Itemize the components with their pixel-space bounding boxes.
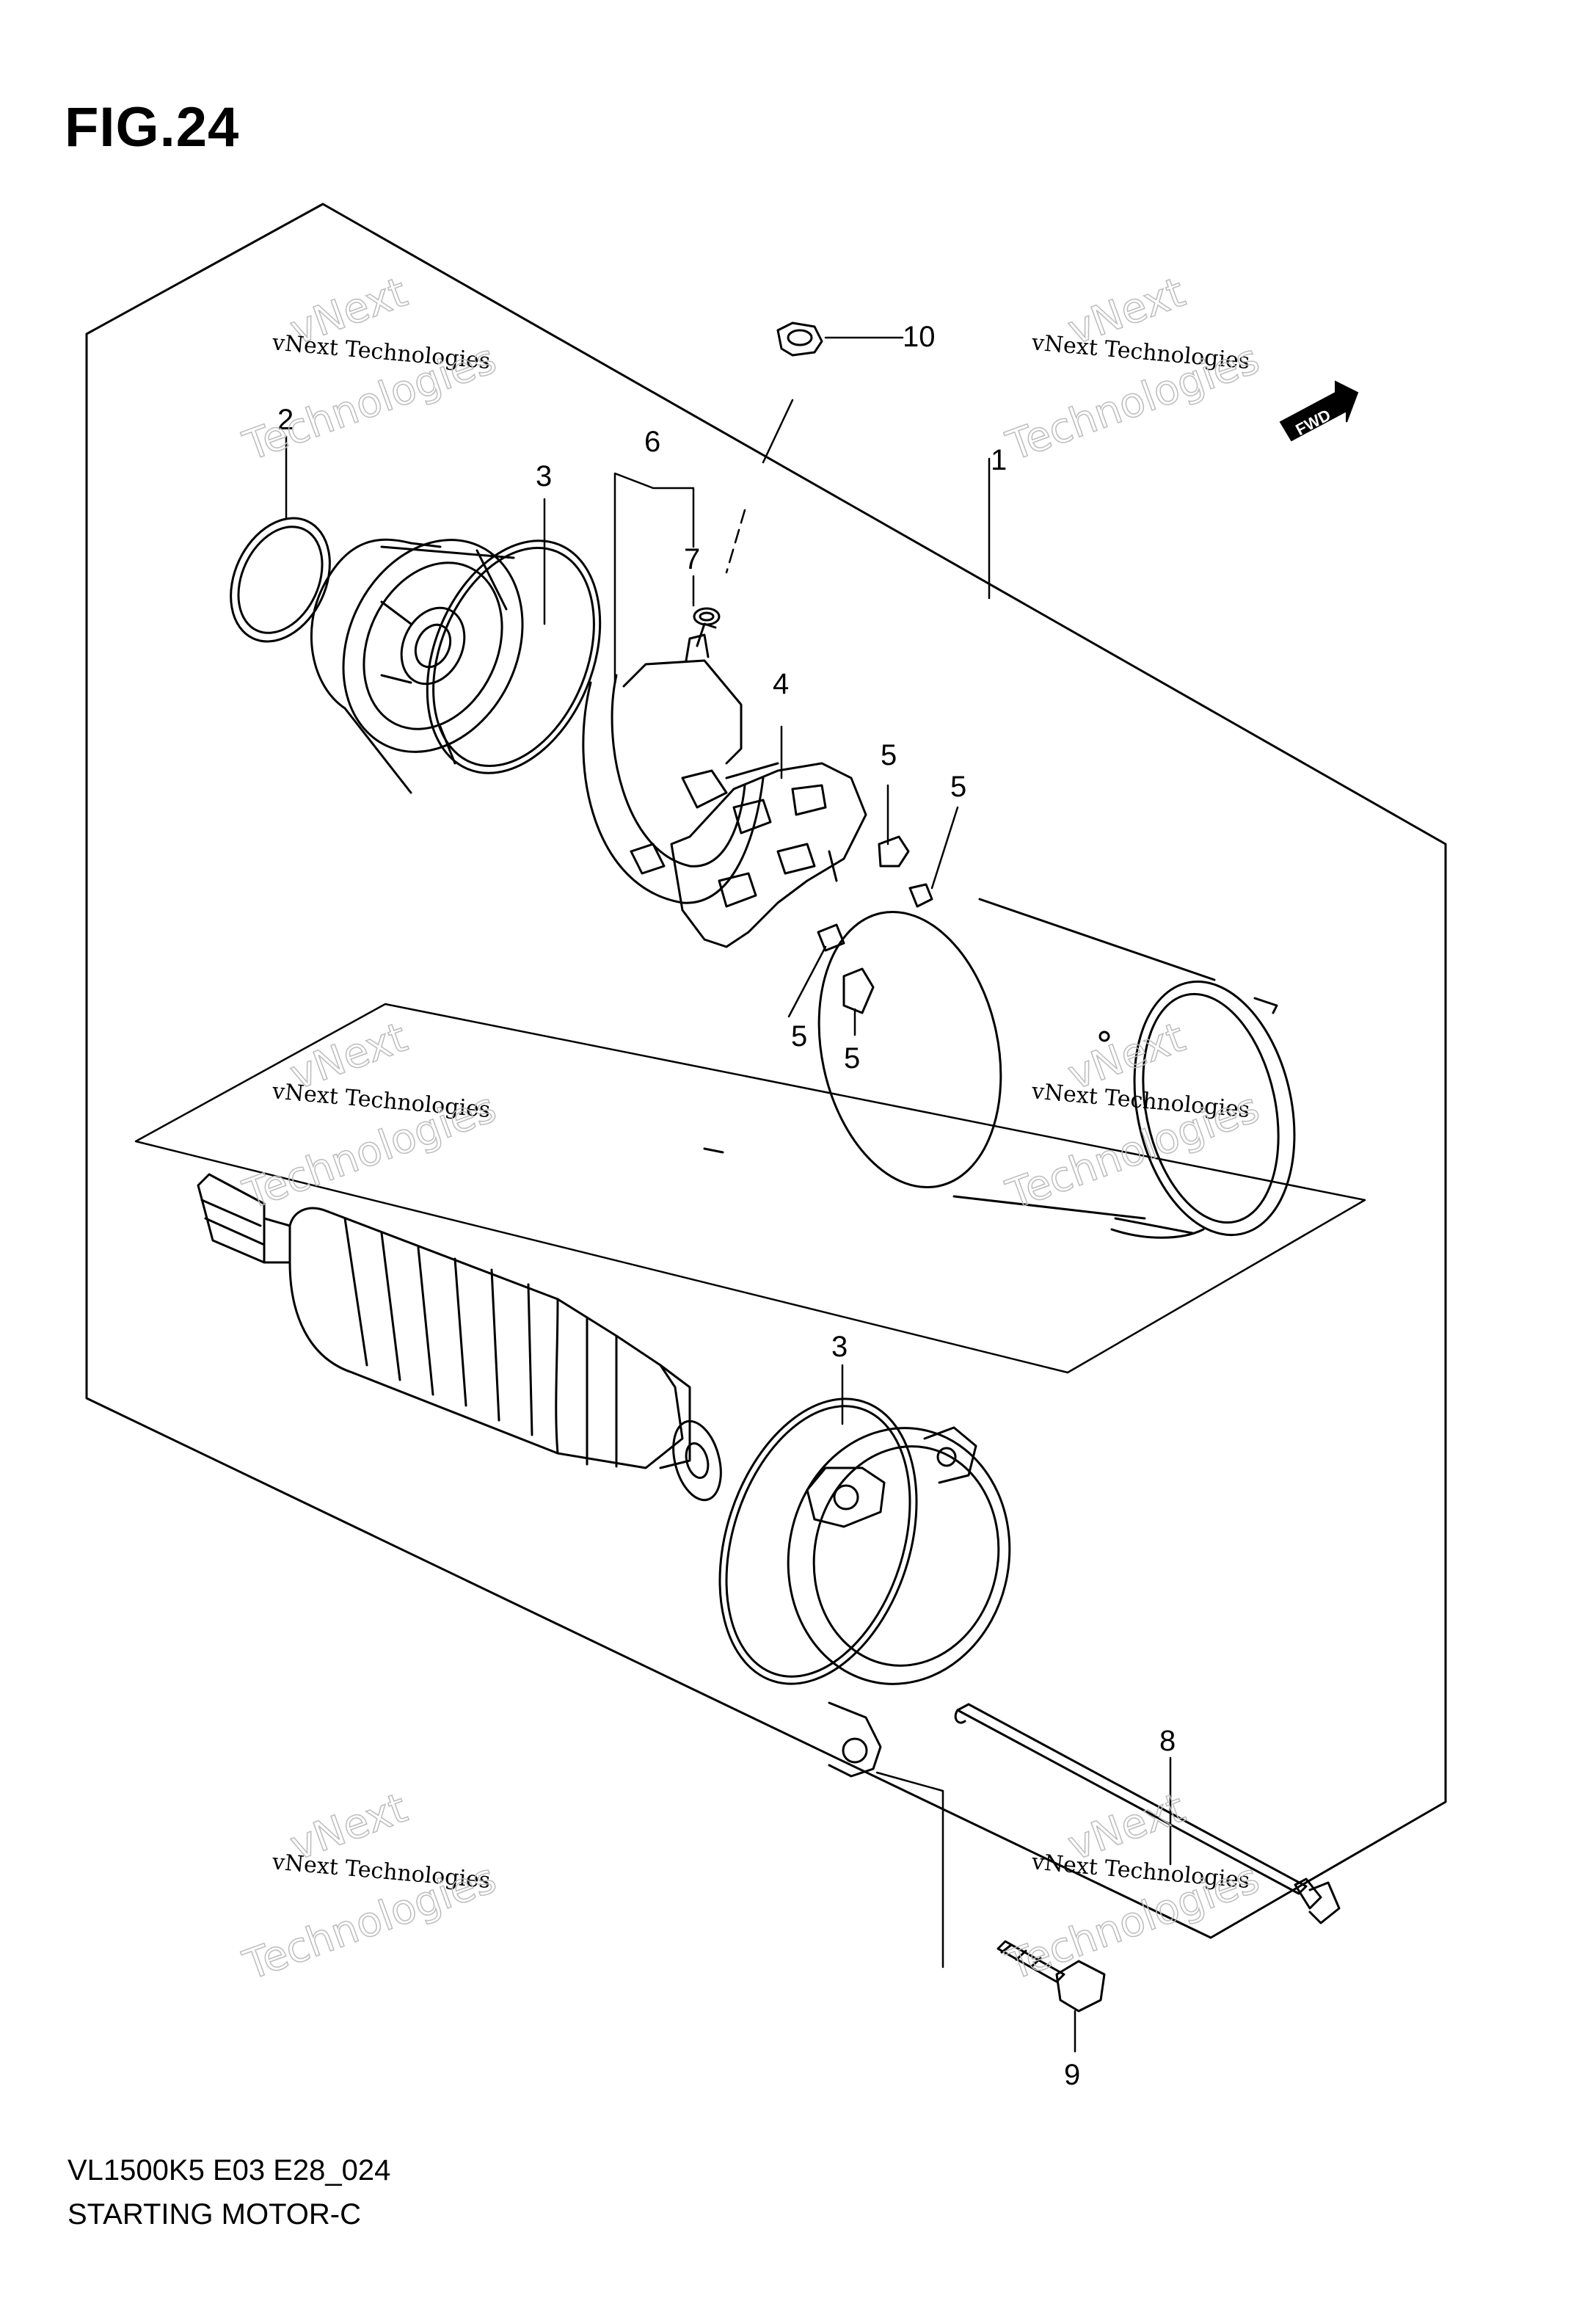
watermark-bottom-right: vNext vNext Technologies Technologies [999, 1784, 1266, 1991]
callout-5-b: 5 [950, 771, 966, 803]
brush-ring [582, 622, 765, 904]
callout-7: 7 [684, 543, 700, 575]
callout-8: 8 [1159, 1725, 1176, 1757]
callout-4: 4 [773, 668, 789, 700]
callout-9: 9 [1064, 2059, 1080, 2091]
callout-labels: 1 2 3 3 4 5 5 5 5 6 7 8 9 10 [277, 321, 1176, 2091]
end-cover-housing [310, 538, 524, 794]
figure-title: FIG.24 [65, 96, 240, 159]
subassembly-frame [134, 1003, 1366, 1374]
mounting-bolt [996, 1940, 1106, 2013]
callout-2: 2 [277, 404, 294, 436]
figure-code: VL1500K5 E03 E28_024 [68, 2154, 391, 2186]
callout-5-c: 5 [791, 1020, 807, 1053]
leader-lines [285, 336, 1172, 2053]
through-bolt [954, 1703, 1341, 1924]
watermark-bottom-left: vNext vNext Technologies Technologies [236, 1784, 503, 1991]
armature [197, 1173, 722, 1502]
callout-3-upper: 3 [536, 460, 552, 492]
motor-yoke [817, 898, 1296, 1239]
watermark-top-left: vNext vNext Technologies Technologies [236, 268, 503, 471]
gasket-ring-lower [718, 1397, 918, 1685]
watermark-mid-right: vNext vNext Technologies Technologies [999, 1013, 1266, 1220]
callout-5-a: 5 [881, 739, 897, 771]
watermark-top-right: vNext vNext Technologies Technologies [999, 268, 1266, 471]
callout-1: 1 [991, 444, 1007, 476]
figure-name: STARTING MOTOR-C [68, 2198, 361, 2231]
brush-holder-plate [670, 762, 867, 948]
watermark-mid-left: vNext vNext Technologies Technologies [236, 1013, 503, 1220]
terminal-nut [776, 321, 823, 357]
gasket-ring-upper [426, 539, 602, 774]
fwd-direction-badge: FWD [1279, 380, 1359, 442]
terminal-washer [693, 607, 721, 626]
callout-5-d: 5 [844, 1042, 860, 1075]
carbon-brushes [817, 835, 933, 1014]
callout-10: 10 [903, 321, 936, 353]
rear-bracket [787, 1426, 1011, 1778]
frame-outline [85, 203, 1447, 1939]
callout-6: 6 [644, 426, 660, 458]
callout-3-lower: 3 [831, 1331, 848, 1363]
o-ring [230, 517, 331, 643]
